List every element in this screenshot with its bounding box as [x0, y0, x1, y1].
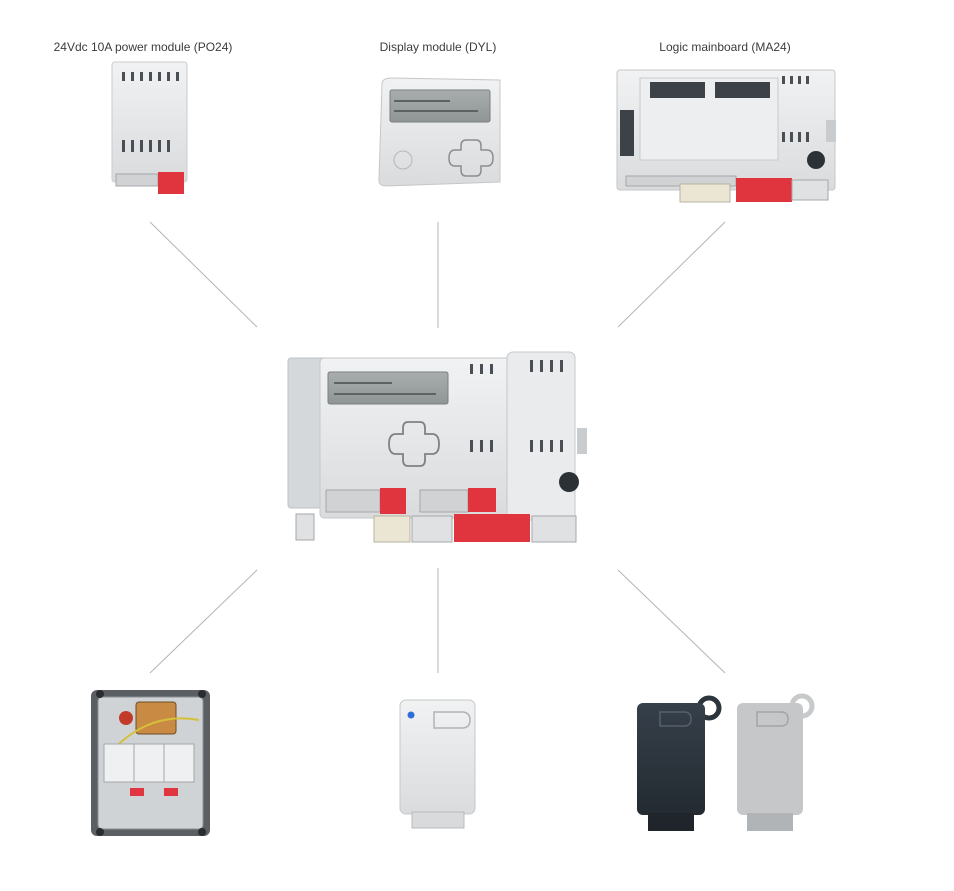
remote-control-grey-icon	[737, 693, 815, 831]
connector-lines	[149, 221, 726, 674]
connector-line-remotes	[617, 569, 726, 674]
receiver-module-icon	[399, 699, 476, 829]
power-module-label: 24Vdc 10A power module (PO24)	[53, 40, 233, 54]
logic-mainboard-icon	[616, 69, 836, 203]
enclosure-box-icon	[91, 690, 210, 836]
display-module-icon	[378, 77, 501, 187]
main-controller-icon	[287, 351, 587, 543]
connector-line-power	[149, 221, 258, 328]
power-module-icon	[111, 61, 188, 194]
logic-mainboard-label: Logic mainboard (MA24)	[659, 40, 791, 54]
connector-line-enclosure	[149, 569, 258, 674]
remote-control-dark-icon	[637, 695, 722, 831]
connector-line-logic	[617, 221, 726, 328]
display-module-label: Display module (DYL)	[379, 40, 497, 54]
